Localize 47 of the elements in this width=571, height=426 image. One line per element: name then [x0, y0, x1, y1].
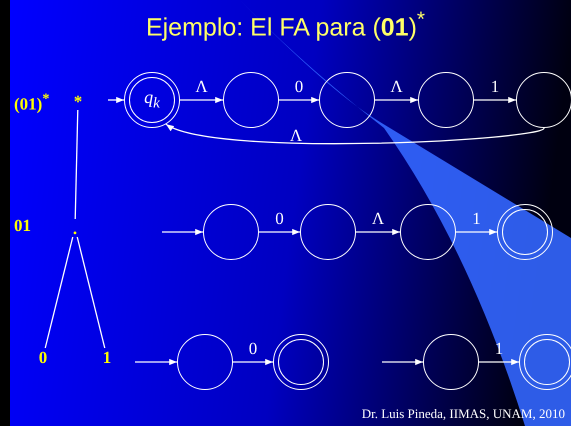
transition-arrow	[180, 96, 223, 104]
transition-arrow	[382, 358, 423, 366]
state-circle	[516, 72, 571, 128]
slide-title: Ejemplo: El FA para (01)$^{*}$	[144, 8, 426, 42]
edge-label: 1	[472, 210, 481, 227]
transition-arrow	[456, 228, 497, 236]
edge-label: Λ	[372, 210, 384, 227]
transition-arrow	[166, 124, 544, 144]
state-circle	[400, 204, 456, 260]
edge-label: 0	[248, 340, 258, 357]
transition-arrow	[259, 228, 300, 236]
syntax-tree-line	[74, 110, 78, 220]
state-circle	[177, 334, 233, 390]
edge-label: Λ	[390, 78, 403, 95]
accept-state-circle	[124, 72, 180, 128]
edge-label: 0	[294, 78, 304, 95]
expression-label: (01)$^{*}$	[14, 91, 50, 115]
syntax-tree-symbol: *	[70, 92, 86, 110]
edge-label: Λ	[195, 78, 208, 95]
transition-arrow	[279, 96, 319, 104]
state-circle	[300, 204, 356, 260]
state-circle	[418, 72, 474, 128]
transition-arrow	[474, 96, 516, 104]
accept-state-circle	[519, 334, 571, 390]
syntax-tree-line	[44, 236, 74, 348]
syntax-tree-line	[76, 236, 106, 348]
state-circle	[319, 72, 375, 128]
transition-arrow	[233, 358, 273, 366]
accept-state-circle	[273, 334, 329, 390]
state-label: q$_{k}$	[144, 87, 160, 113]
transition-arrow	[479, 358, 519, 366]
state-circle	[223, 72, 279, 128]
transition-arrow	[162, 228, 203, 236]
edge-label: 0	[275, 210, 284, 227]
state-circle	[203, 204, 259, 260]
accept-state-circle	[497, 204, 553, 260]
expression-label: 01	[14, 216, 31, 236]
syntax-tree-symbol: 0	[35, 348, 51, 366]
syntax-tree-symbol: .	[67, 219, 83, 237]
state-circle	[423, 334, 479, 390]
edge-label: 1	[490, 78, 500, 95]
transition-arrow	[135, 358, 177, 366]
transition-arrow	[356, 228, 400, 236]
syntax-tree-symbol: 1	[99, 348, 115, 366]
edge-label: Λ	[290, 127, 302, 144]
transition-arrow	[375, 96, 418, 104]
transition-arrow	[108, 96, 124, 104]
